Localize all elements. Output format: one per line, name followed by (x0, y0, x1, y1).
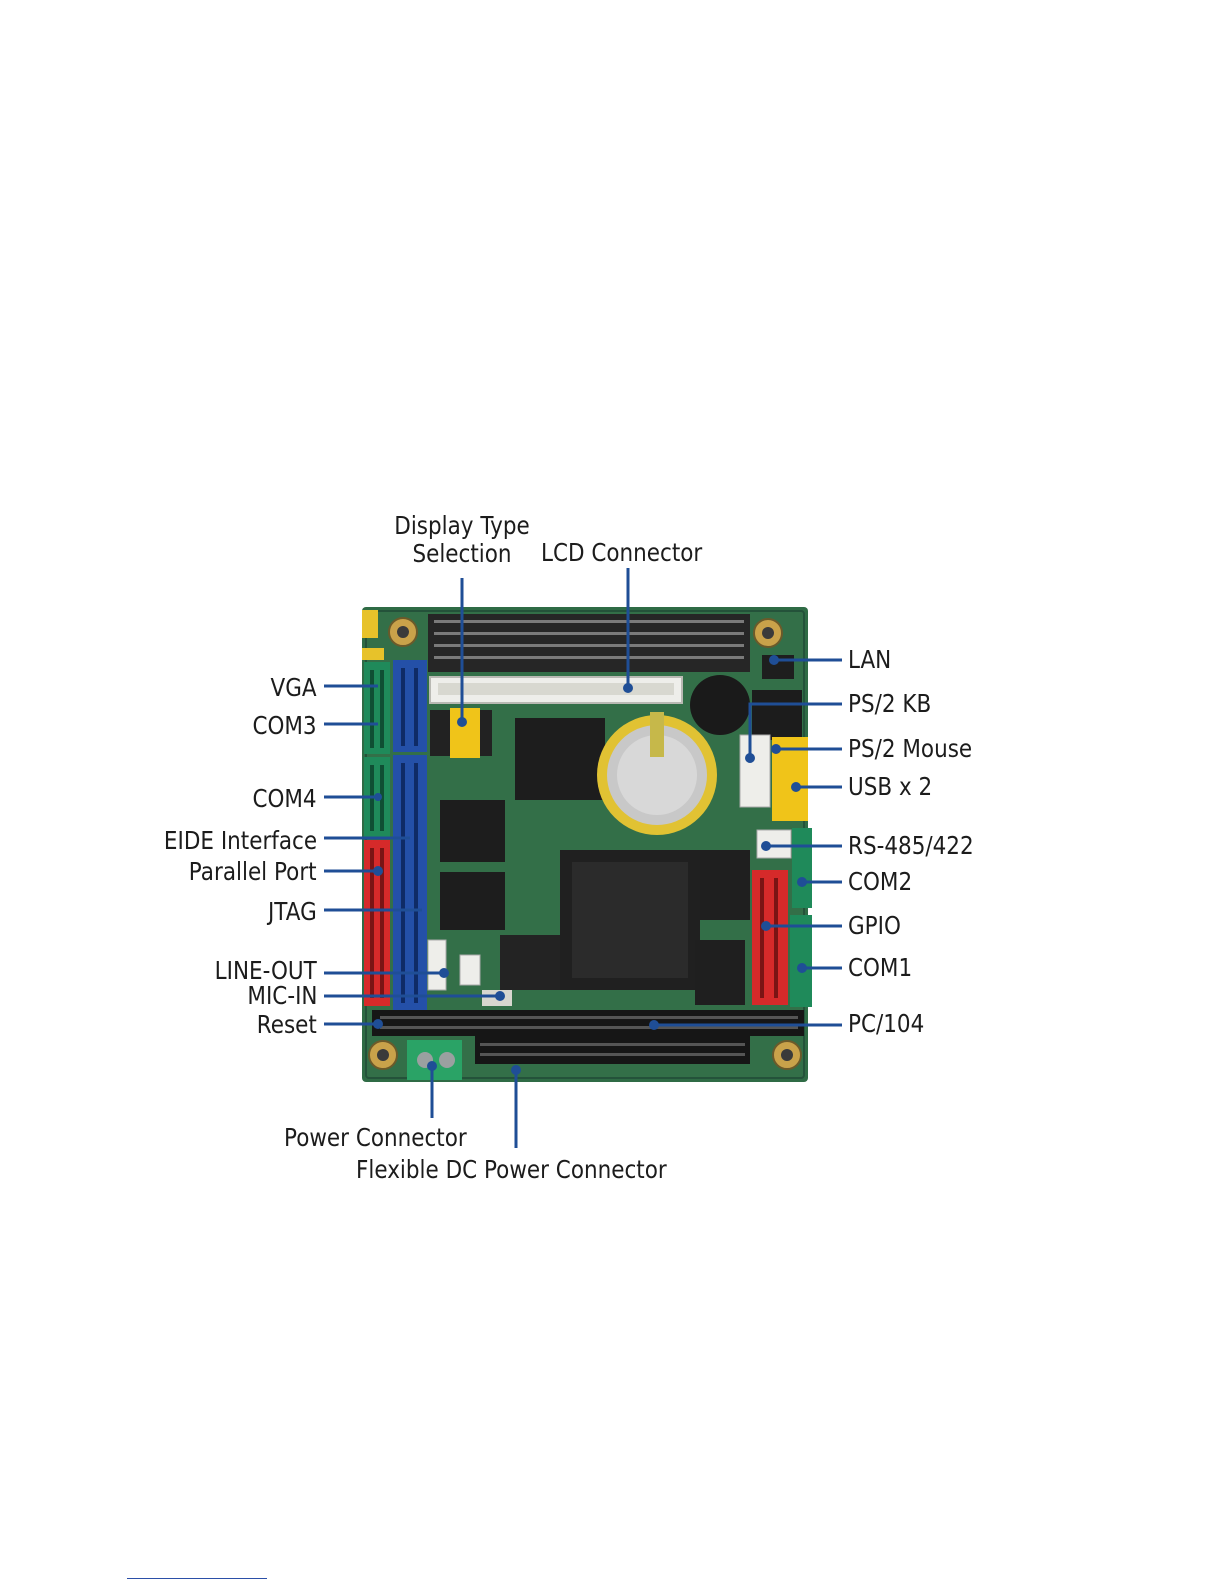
footer-rule (127, 1578, 267, 1579)
label-ps2-mouse: PS/2 Mouse (848, 734, 972, 764)
label-com1: COM1 (848, 953, 912, 983)
label-lan: LAN (848, 645, 891, 675)
label-com4: COM4 (253, 784, 317, 814)
ps2-kb-connector (740, 735, 770, 807)
label-jtag: JTAG (268, 897, 317, 927)
label-vga: VGA (271, 673, 317, 703)
label-lcd-connector: LCD Connector (541, 538, 702, 568)
label-mic-in: MIC-IN (247, 981, 317, 1011)
label-parallel-port: Parallel Port (189, 857, 317, 887)
label-ps2-kb: PS/2 KB (848, 689, 931, 719)
label-power-connector: Power Connector (284, 1123, 467, 1153)
parallel-port-header (364, 840, 390, 1006)
label-rs485: RS-485/422 (848, 831, 974, 861)
blue-header-top (393, 660, 427, 752)
com1-header (790, 915, 812, 1007)
chip-3 (440, 872, 505, 930)
label-pc104: PC/104 (848, 1009, 924, 1039)
label-com2: COM2 (848, 867, 912, 897)
gpio-header (752, 870, 788, 1005)
label-gpio: GPIO (848, 911, 901, 941)
label-com3: COM3 (253, 711, 317, 741)
label-display-type-2: Selection (385, 539, 540, 569)
label-display-type-1: Display Type (385, 511, 540, 541)
chip-2 (440, 800, 505, 862)
vga-com3-header (364, 662, 390, 754)
label-flexible-dc: Flexible DC Power Connector (356, 1155, 667, 1185)
label-eide: EIDE Interface (164, 826, 317, 856)
chip-4 (500, 935, 560, 990)
com2-header (792, 828, 812, 908)
chip-1 (515, 718, 605, 800)
buzzer (690, 675, 750, 735)
display-type-jumper (450, 708, 480, 758)
pc104-header (372, 1010, 804, 1036)
label-reset: Reset (257, 1010, 317, 1040)
label-usb: USB x 2 (848, 772, 932, 802)
